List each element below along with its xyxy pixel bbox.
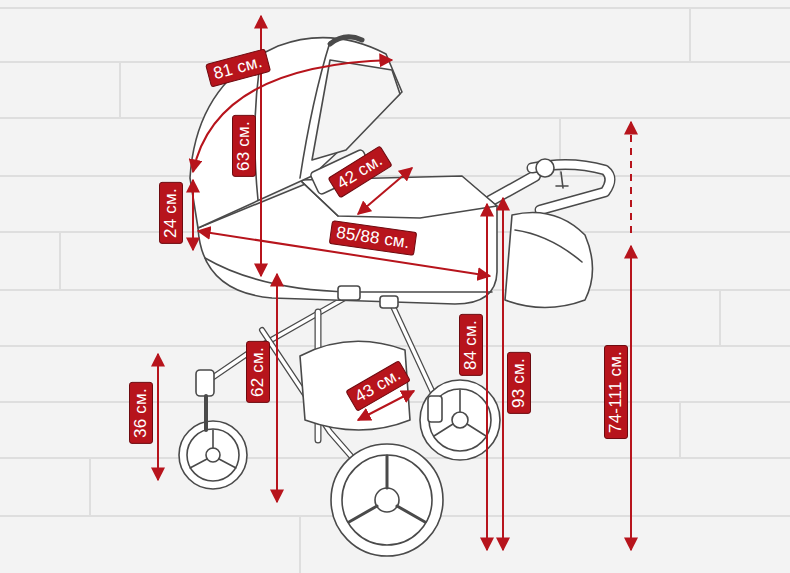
- plank-lines-part: [679, 402, 681, 458]
- dimension-arrows-part: [276, 274, 278, 502]
- stroller-part: [330, 37, 362, 44]
- dimension-arrows-part: [486, 204, 488, 550]
- plank-lines-part: [0, 61, 790, 63]
- stroller-part: [428, 396, 442, 422]
- stroller-part: [190, 38, 402, 228]
- stroller-part: [452, 412, 468, 428]
- dimension-arrows: [158, 16, 631, 550]
- dimension-label: 24 см.: [159, 182, 183, 244]
- dimension-arrows-part: [157, 354, 159, 480]
- stroller-part: [300, 341, 410, 430]
- stroller-part: [179, 421, 247, 489]
- dimension-arrows-part: [192, 180, 194, 250]
- dimension-label: 84 см.: [459, 314, 483, 376]
- dimension-label: 36 см.: [129, 382, 153, 444]
- stroller-part: [338, 286, 360, 300]
- dimension-label: 63 см.: [232, 115, 256, 177]
- dimension-arrows-part: [630, 246, 632, 550]
- stroller-part: [556, 172, 568, 188]
- stroller-part: [505, 213, 593, 308]
- stroller-part: [204, 396, 208, 430]
- plank-lines-part: [0, 175, 790, 177]
- dimension-label: 74-111 см.: [604, 345, 628, 439]
- plank-lines: [0, 8, 790, 573]
- stroller-part: [342, 455, 432, 545]
- stroller: [179, 37, 610, 556]
- stroller-part: [312, 60, 400, 160]
- dimension-arrows-part: [502, 198, 504, 550]
- stroller-part: [380, 296, 398, 308]
- plank-lines-part: [719, 290, 721, 346]
- stroller-part: [375, 488, 399, 512]
- stroller-part: [196, 370, 214, 396]
- stroller-part: [206, 448, 220, 462]
- stroller-part: [536, 159, 554, 177]
- plank-lines-part: [0, 117, 790, 119]
- plank-lines-part: [689, 8, 691, 62]
- plank-lines-part: [299, 516, 301, 573]
- plank-lines-part: [0, 7, 790, 9]
- stroller-part: [187, 429, 239, 481]
- dimension-label: 93 см.: [507, 352, 531, 414]
- dimension-arrows-part: [630, 122, 632, 238]
- plank-lines-part: [59, 232, 61, 290]
- plank-lines-part: [89, 458, 91, 516]
- stroller-part: [190, 430, 236, 468]
- stroller-part: [429, 389, 491, 451]
- stroller-part: [331, 444, 443, 556]
- stroller-part: [349, 456, 425, 522]
- plank-lines-part: [119, 62, 121, 118]
- dimension-label: 62 см.: [246, 341, 270, 403]
- stroller-part: [515, 230, 582, 262]
